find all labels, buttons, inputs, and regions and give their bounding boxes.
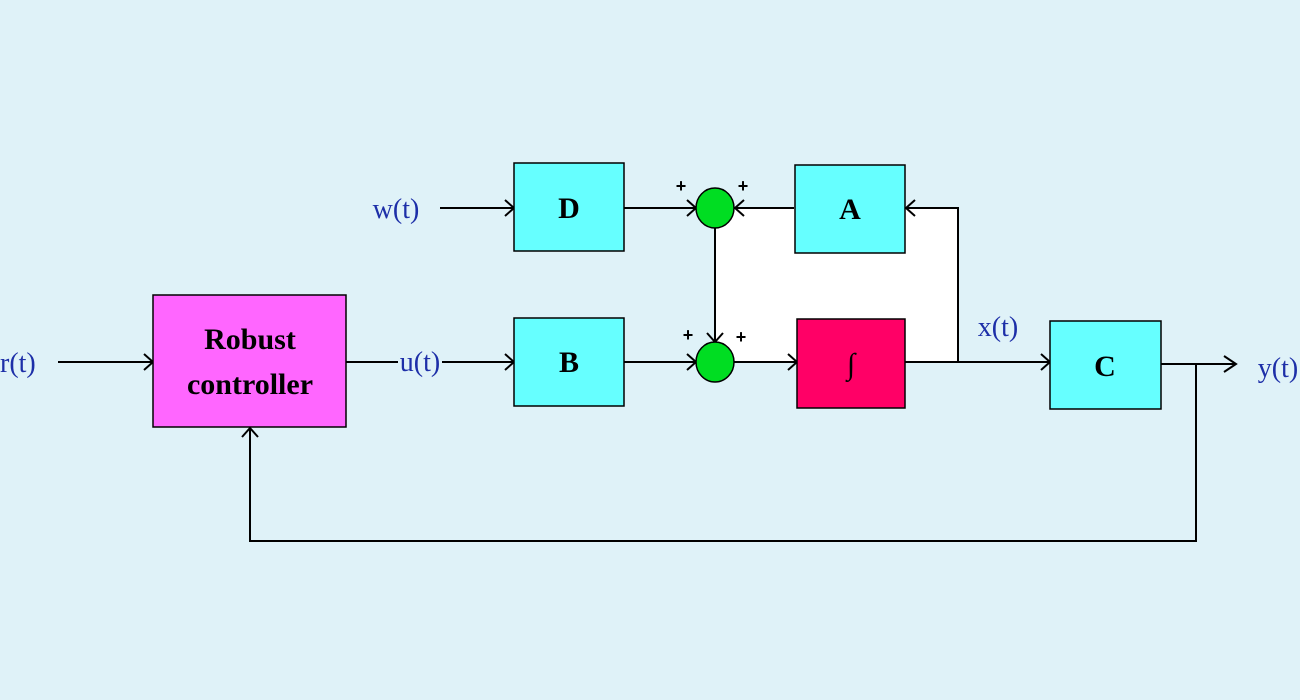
signal-x-label: x(t)	[978, 312, 1018, 343]
c-block: C	[1049, 320, 1162, 410]
wire-x-to-a	[906, 207, 959, 362]
b-label: B	[559, 346, 579, 379]
sum-top-left-sign: +	[676, 176, 687, 196]
d-block: D	[513, 162, 625, 252]
a-label: A	[839, 193, 861, 226]
controller-block: Robust controller	[152, 294, 347, 428]
c-label: C	[1094, 350, 1116, 383]
wire-output-feedback	[249, 364, 1197, 542]
b-box	[513, 317, 625, 407]
signal-labels: r(t) u(t) w(t) x(t) y(t)	[0, 194, 1298, 384]
d-box	[513, 162, 625, 252]
summing-junction-top: + +	[676, 176, 749, 229]
a-block: A	[794, 164, 906, 254]
summing-junction-bottom: + +	[683, 325, 747, 383]
arrow-into-controller-feedback	[241, 426, 259, 438]
arrow-into-sum-top-right	[733, 199, 745, 217]
b-block: B	[513, 317, 625, 407]
arrow-output-y	[1223, 355, 1238, 373]
signal-w-label: w(t)	[373, 194, 420, 225]
c-box	[1049, 320, 1162, 410]
sum-bottom-right-sign: +	[736, 327, 747, 347]
signal-r-label: r(t)	[0, 348, 36, 379]
sum-bottom-circle	[695, 341, 735, 383]
signal-y-label: y(t)	[1258, 353, 1298, 384]
signal-u-label: u(t)	[400, 347, 440, 378]
arrow-into-a	[904, 199, 916, 217]
integrator-box	[796, 318, 906, 409]
a-box	[794, 164, 906, 254]
sum-bottom-left-sign: +	[683, 325, 694, 345]
integrator-block: ∫	[796, 318, 906, 409]
d-label: D	[558, 192, 580, 225]
controller-label-line1: Robust	[204, 323, 296, 356]
integrator-symbol: ∫	[845, 348, 857, 383]
sum-top-circle	[695, 187, 735, 229]
sum-top-right-sign: +	[738, 176, 749, 196]
controller-label-line2: controller	[187, 368, 313, 401]
connections	[58, 207, 1236, 542]
controller-box	[152, 294, 347, 428]
